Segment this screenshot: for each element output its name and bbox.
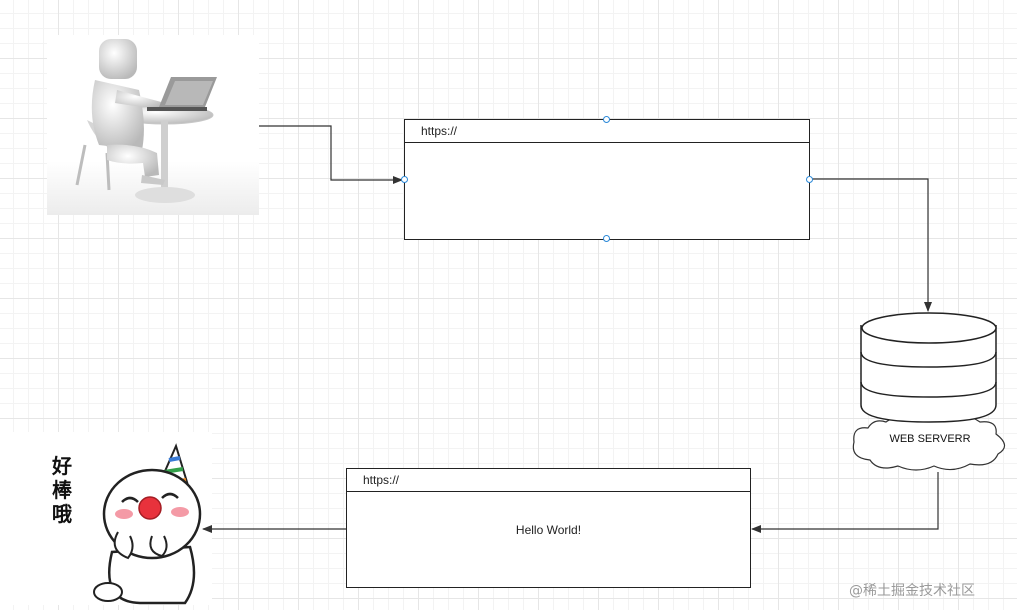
resize-handle-left[interactable] [401,176,408,183]
response-content: Hello World! [515,523,582,537]
response-browser-url-bar: https:// [347,469,750,492]
response-browser-window[interactable]: https:// Hello World! [346,468,751,588]
person-figure-icon [75,39,217,203]
watermark: @稀土掘金技术社区 [849,583,975,599]
request-browser-url: https:// [421,124,458,138]
request-browser-url-bar: https:// [405,120,809,143]
resize-handle-right[interactable] [806,176,813,183]
sticker-caption-char-3: 哦 [52,502,72,526]
arrow-user-to-browser [259,125,403,184]
resize-handle-bottom[interactable] [603,235,610,242]
sticker-caption-char-1: 好 [52,454,72,478]
party-character-icon [93,443,202,605]
response-browser-url: https:// [363,473,400,487]
web-server-database[interactable] [846,300,1016,475]
resize-handle-top[interactable] [603,116,610,123]
request-browser-window[interactable]: https:// [404,119,810,240]
arrow-browser-to-server [812,178,932,312]
arrow-server-to-response [751,472,939,533]
cheer-sticker: 好 棒 哦 [0,432,212,605]
sticker-caption-char-2: 棒 [52,478,72,502]
web-server-label: WEB SERVERR [889,433,971,445]
person-laptop-illustration [47,35,259,215]
